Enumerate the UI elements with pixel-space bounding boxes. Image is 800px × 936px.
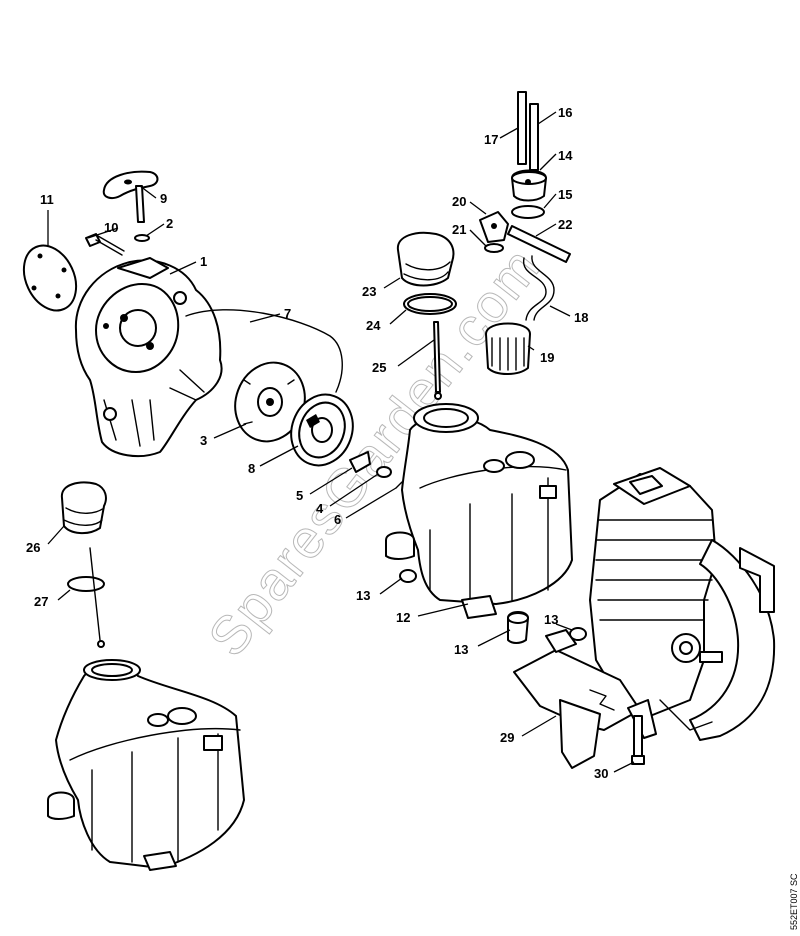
callout-27: 26 bbox=[26, 540, 40, 555]
callout-11: 11 bbox=[40, 192, 54, 207]
callout-19: 18 bbox=[574, 310, 588, 325]
part-5-pawl bbox=[349, 451, 371, 473]
callout-23: 22 bbox=[558, 217, 572, 232]
callout-16: 15 bbox=[558, 187, 572, 202]
part-20-fuel-filter bbox=[485, 322, 531, 375]
callout-29: 29 bbox=[500, 730, 514, 745]
callout-3: 3 bbox=[200, 433, 207, 448]
part-30-screw bbox=[631, 715, 645, 765]
part-17-18-fuel-hoses bbox=[517, 91, 539, 171]
callout-5: 5 bbox=[296, 488, 303, 503]
callout-13-right: 13 bbox=[544, 612, 558, 627]
callout-26: 25 bbox=[372, 360, 386, 375]
callout-4: 4 bbox=[316, 501, 324, 516]
part-11-cover-disc bbox=[22, 244, 78, 312]
assembled-fuel-tank bbox=[47, 659, 245, 871]
callout-18: 17 bbox=[484, 132, 498, 147]
part-25-o-ring bbox=[403, 293, 457, 315]
part-2-washer bbox=[134, 234, 150, 242]
callout-15: 14 bbox=[558, 148, 573, 163]
part-9-starter-grip bbox=[102, 170, 159, 223]
drawing-code: 552ET007 SC bbox=[789, 873, 799, 930]
callout-24: 23 bbox=[362, 284, 376, 299]
part-15-tank-vent bbox=[511, 169, 547, 202]
part-7-starter-rope bbox=[185, 309, 343, 393]
part-29-bracket bbox=[513, 629, 657, 769]
part-1-fan-housing bbox=[74, 257, 223, 458]
part-16-o-ring bbox=[511, 205, 545, 219]
callout-28: 27 bbox=[34, 594, 48, 609]
callout-2: 2 bbox=[166, 216, 173, 231]
callouts: 11 10 9 2 1 7 3 8 5 4 6 16 17 14 15 20 2… bbox=[26, 105, 608, 781]
part-8-pulley bbox=[290, 393, 354, 467]
callout-13-left: 13 bbox=[356, 588, 370, 603]
part-13-bush-left bbox=[399, 569, 417, 583]
part-12-fuel-tank bbox=[385, 403, 573, 619]
part-27-tank-cap bbox=[60, 481, 107, 534]
callout-22: 21 bbox=[452, 222, 466, 237]
callout-21: 20 bbox=[452, 194, 466, 209]
part-23-tube bbox=[507, 225, 571, 263]
callout-9: 9 bbox=[160, 191, 167, 206]
callout-1: 1 bbox=[200, 254, 207, 269]
callout-8: 8 bbox=[248, 461, 255, 476]
part-24-tank-cap bbox=[396, 231, 455, 287]
leader-lines bbox=[47, 111, 635, 773]
callout-14: 13 bbox=[454, 642, 468, 657]
callout-12: 12 bbox=[396, 610, 410, 625]
part-28-o-ring bbox=[67, 547, 105, 648]
callout-20: 19 bbox=[540, 350, 554, 365]
callout-10: 10 bbox=[104, 220, 118, 235]
callout-17: 16 bbox=[558, 105, 572, 120]
part-14-sleeve bbox=[507, 611, 529, 644]
engine-block bbox=[589, 467, 776, 741]
part-26-suction-hose bbox=[433, 321, 442, 400]
callout-30: 30 bbox=[594, 766, 608, 781]
part-3-rope-rotor bbox=[234, 361, 306, 443]
part-19-fuel-hose bbox=[523, 255, 555, 321]
part-22-o-ring bbox=[484, 243, 504, 253]
part-21-grommet bbox=[479, 211, 509, 243]
callout-6: 6 bbox=[334, 512, 341, 527]
part-4-washer bbox=[376, 466, 392, 478]
callout-25: 24 bbox=[366, 318, 381, 333]
callout-7: 7 bbox=[284, 306, 291, 321]
